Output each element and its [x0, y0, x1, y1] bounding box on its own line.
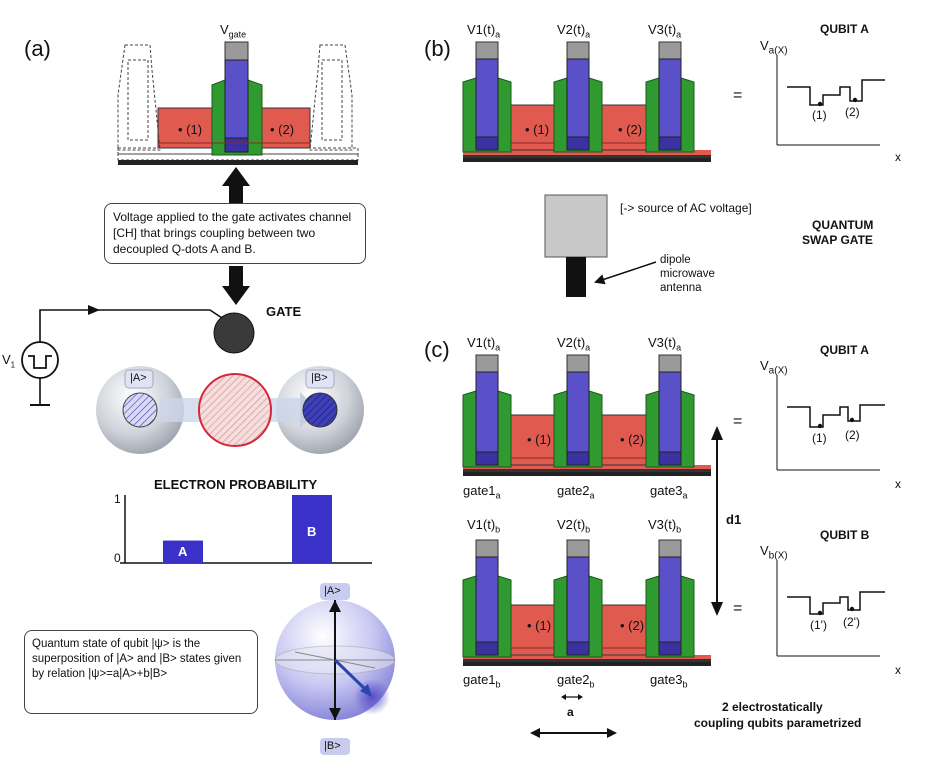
bar-a — [163, 540, 203, 563]
bloch-top-label: |A> — [324, 585, 341, 597]
b-v2-label: V2(t)a — [557, 22, 591, 40]
b-p2: (2) — [845, 105, 860, 119]
gate-b-1 — [462, 41, 512, 153]
c-top-dot-1: • (1) — [527, 432, 552, 447]
c-qubit-a-title: QUBIT A — [820, 343, 869, 357]
caption-line-2: coupling qubits parametrized — [694, 716, 862, 730]
c-bot-v1: V1(t)b — [467, 517, 501, 535]
gate-circuit — [21, 305, 255, 406]
c-bot-v3: V3(t)b — [648, 517, 682, 535]
gate-callout-box: Voltage applied to the gate activates ch… — [104, 203, 366, 264]
c-top-v2: V2(t)a — [557, 335, 591, 353]
swap-title-2: SWAP GATE — [802, 233, 873, 247]
b-v1-label: V1(t)a — [467, 22, 501, 40]
gate-c-top-1 — [462, 354, 512, 468]
qubit-state-text: Quantum state of qubit |ψ> is the superp… — [32, 638, 242, 680]
bar-b-label: B — [307, 524, 317, 539]
b-qubit-title: QUBIT A — [820, 22, 869, 36]
c-bot-v2: V2(t)b — [557, 517, 591, 535]
c-potential-a-label: Va(X) — [760, 358, 788, 377]
c-bot-dot-1: • (1) — [527, 618, 552, 633]
ac-source-label: [-> source of AC voltage] — [620, 201, 752, 215]
gate-callout-text: Voltage applied to the gate activates ch… — [113, 210, 352, 256]
gate-b-3 — [645, 41, 695, 153]
c-x-label-b: x — [895, 663, 901, 677]
bar-a-label: A — [178, 544, 188, 559]
gate-c-bottom-1 — [462, 539, 512, 658]
a-label: a — [567, 705, 574, 719]
c-gate1a: gate1a — [463, 483, 501, 501]
gate-c-bottom-2 — [553, 539, 603, 658]
c-gate1b: gate1b — [463, 672, 501, 690]
caption-line-1: 2 electrostatically — [722, 700, 823, 714]
panel-b-gates — [462, 41, 695, 153]
c-top-dot-2: • (2) — [620, 432, 645, 447]
c-potential-b-label: Vb(X) — [760, 543, 788, 562]
antenna-label: dipole microwave antenna — [660, 254, 715, 294]
bar-b — [292, 495, 332, 563]
c-gate3a: gate3a — [650, 483, 688, 501]
b-equals: = — [733, 87, 743, 104]
bloch-bottom-label: |B> — [324, 740, 341, 752]
c-bot-dot-2: • (2) — [620, 618, 645, 633]
b-x-label: x — [895, 150, 901, 164]
b-v3-label: V3(t)a — [648, 22, 682, 40]
gate-c-top-2 — [553, 354, 603, 468]
axis-tick-1: 1 — [114, 492, 121, 506]
b-dot-2: • (2) — [618, 122, 643, 137]
gate-c-bottom-3 — [645, 539, 695, 658]
bloch-sphere — [274, 583, 396, 755]
c-pa1: (1) — [812, 431, 827, 445]
axis-tick-0: 0 — [114, 551, 121, 565]
potential-plot-qubit-a — [776, 375, 885, 471]
c-top-v3: V3(t)a — [648, 335, 682, 353]
c-gate3b: gate3b — [650, 672, 688, 690]
panel-a-device — [117, 41, 359, 165]
c-top-v1: V1(t)a — [467, 335, 501, 353]
ket-b-label: |B> — [311, 372, 328, 384]
c-gate2a: gate2a — [557, 483, 595, 501]
c-gate2b: gate2b — [557, 672, 595, 690]
dot-2-label: • (2) — [270, 122, 295, 137]
b-potential-label: Va(X) — [760, 38, 788, 57]
b-p1: (1) — [812, 108, 827, 122]
panel-a-label: (a) — [24, 36, 51, 61]
panel-b-label: (b) — [424, 36, 451, 61]
d1-arrow — [711, 426, 723, 616]
panel-c-gates — [462, 354, 695, 658]
potential-plot-qubit-b — [776, 560, 885, 657]
c-pa2: (2) — [845, 428, 860, 442]
b-dot-1: • (1) — [525, 122, 550, 137]
c-pb2: (2') — [843, 615, 860, 629]
vgate-label: Vgate — [220, 22, 247, 40]
c-equals-b: = — [733, 600, 743, 617]
quantum-dots-illustration — [96, 366, 364, 454]
v1-source-label: V1 — [2, 352, 16, 370]
probability-title: ELECTRON PROBABILITY — [154, 477, 318, 492]
qubit-state-box: Quantum state of qubit |ψ> is the superp… — [24, 630, 258, 714]
swap-title-1: QUANTUM — [812, 218, 874, 232]
potential-plot-b — [776, 55, 885, 146]
a-arrow — [530, 694, 617, 738]
ac-source — [544, 194, 657, 297]
c-equals-a: = — [733, 413, 743, 430]
dot-1-label: • (1) — [178, 122, 203, 137]
d1-label: d1 — [726, 512, 742, 527]
c-x-label-a: x — [895, 477, 901, 491]
gate-c-top-3 — [645, 354, 695, 468]
c-pb1: (1') — [810, 618, 827, 632]
gate-b-2 — [553, 41, 603, 153]
coupling-arrow — [222, 167, 250, 305]
probability-chart — [120, 495, 372, 564]
panel-c-label: (c) — [424, 337, 450, 362]
c-qubit-b-title: QUBIT B — [820, 528, 870, 542]
gate-label: GATE — [266, 304, 302, 319]
ket-a-label: |A> — [130, 372, 147, 384]
